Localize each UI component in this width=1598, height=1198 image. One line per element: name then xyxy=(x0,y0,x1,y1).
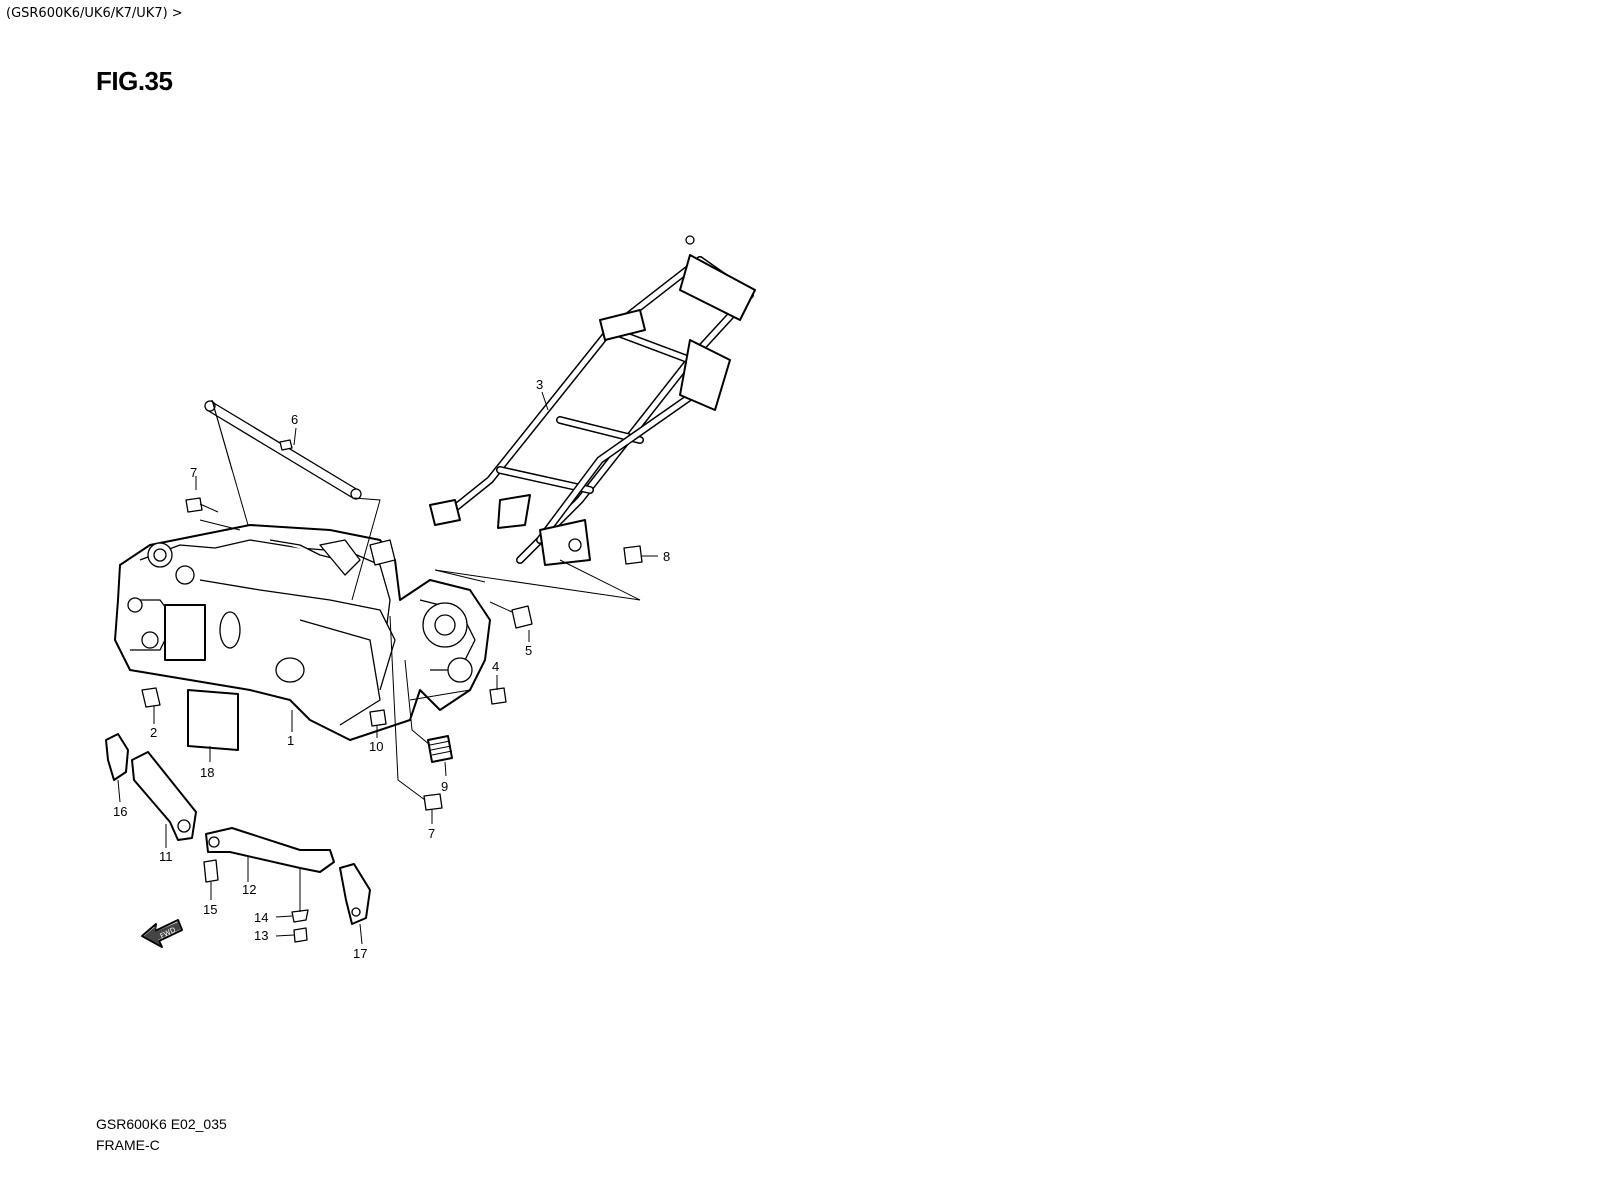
callout-7-upper: 7 xyxy=(190,465,197,480)
fwd-arrow-icon: FWD xyxy=(141,919,183,948)
bolt-15[interactable] xyxy=(203,859,219,883)
label-18[interactable] xyxy=(187,689,239,751)
callout-2: 2 xyxy=(150,725,157,740)
callout-6: 6 xyxy=(291,412,298,427)
cap-2[interactable] xyxy=(141,687,161,708)
callout-12: 12 xyxy=(242,882,256,897)
bolt-13[interactable] xyxy=(293,927,308,943)
callout-1: 1 xyxy=(287,733,294,748)
clip-8[interactable] xyxy=(623,545,643,565)
leader-lines xyxy=(117,391,658,945)
nut-10[interactable] xyxy=(369,709,387,727)
callout-3: 3 xyxy=(536,377,543,392)
bracket-12[interactable] xyxy=(205,827,335,873)
callout-16: 16 xyxy=(113,804,127,819)
callout-18: 18 xyxy=(200,765,214,780)
bracket-17[interactable] xyxy=(339,863,371,925)
callout-7-lower: 7 xyxy=(428,826,435,841)
bracket-11[interactable] xyxy=(131,751,197,841)
callout-17: 17 xyxy=(353,946,367,961)
bolt-7-lower[interactable] xyxy=(423,793,443,811)
damper-9[interactable] xyxy=(427,735,453,763)
breadcrumb[interactable]: (GSR600K6/UK6/K7/UK7) > xyxy=(6,6,183,21)
callout-4: 4 xyxy=(492,659,499,674)
diagram-name: FRAME-C xyxy=(96,1137,160,1153)
callout-14: 14 xyxy=(254,910,268,925)
bracket-14[interactable] xyxy=(291,909,309,923)
rear-frame[interactable] xyxy=(429,235,756,566)
bolt-7-upper[interactable] xyxy=(185,497,219,513)
figure-title: FIG.35 xyxy=(96,66,173,96)
pivot-shaft[interactable] xyxy=(204,400,362,500)
callout-11: 11 xyxy=(159,849,173,864)
main-frame[interactable] xyxy=(114,524,491,741)
callout-15: 15 xyxy=(203,902,217,917)
callout-10: 10 xyxy=(369,739,383,754)
callout-9: 9 xyxy=(441,779,448,794)
callout-8: 8 xyxy=(663,549,670,564)
nut-4[interactable] xyxy=(489,687,507,705)
callout-13: 13 xyxy=(254,928,268,943)
callout-labels: 1 2 3 4 5 6 7 7 8 9 10 11 12 13 14 15 16… xyxy=(113,377,670,961)
bracket-16[interactable] xyxy=(105,733,129,781)
bolt-5[interactable] xyxy=(489,601,533,629)
callout-5: 5 xyxy=(525,643,532,658)
diagram-code: GSR600K6 E02_035 xyxy=(96,1116,227,1132)
